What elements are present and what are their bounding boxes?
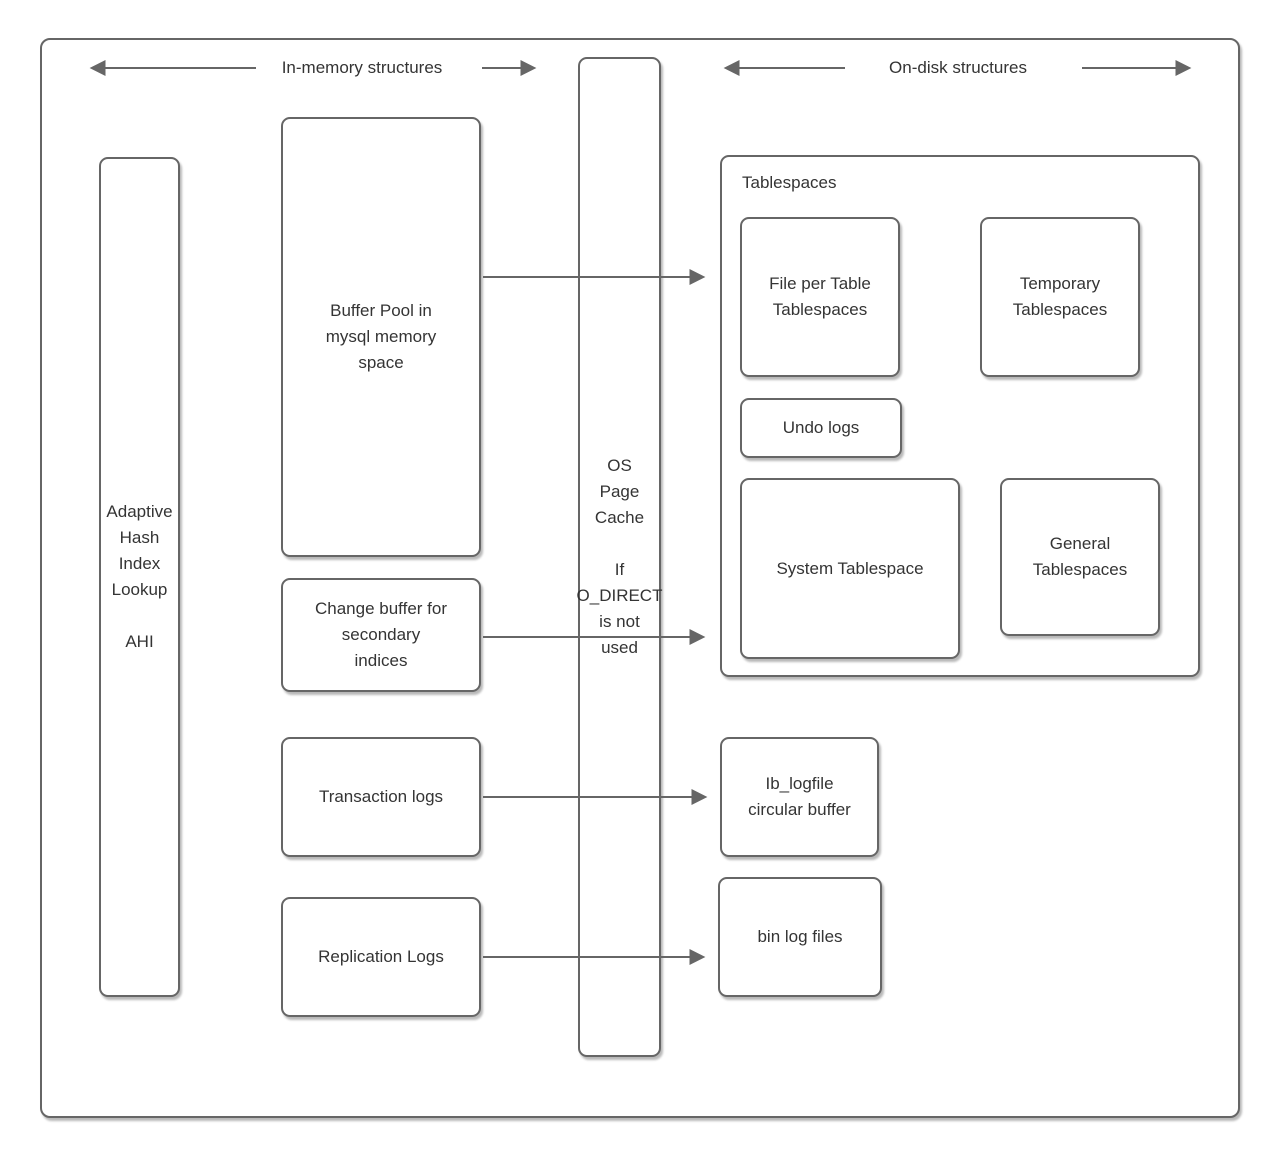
os-page-cache-column: OS Page Cache If O_DIRECT is not used: [577, 57, 662, 1057]
bin-log-files-label: bin log files: [757, 927, 843, 946]
on-disk-region-label: On-disk structures: [889, 58, 1027, 77]
system-tablespace-box: System Tablespace: [740, 478, 960, 659]
adaptive-hash-index-label: Adaptive Hash Index Lookup AHI: [106, 502, 173, 651]
temporary-tablespaces-label: Temporary Tablespaces: [1012, 274, 1108, 319]
file-per-table-label: File per Table Tablespaces: [769, 274, 871, 319]
change-buffer-box: Change buffer for secondary indices: [281, 578, 481, 692]
buffer-pool-label: Buffer Pool in mysql memory space: [325, 301, 437, 372]
undo-logs-label: Undo logs: [782, 418, 860, 437]
system-tablespace-label: System Tablespace: [776, 558, 924, 578]
undo-logs-box: Undo logs: [740, 398, 902, 458]
transaction-logs-label: Transaction logs: [318, 787, 444, 806]
file-per-table-box: File per Table Tablespaces: [740, 217, 900, 377]
replication-logs-label: Replication Logs: [318, 947, 444, 966]
tablespaces-label: Tablespaces: [742, 173, 837, 192]
ib-logfile-box: Ib_logfile circular buffer: [720, 737, 879, 857]
transaction-logs-box: Transaction logs: [281, 737, 481, 857]
temporary-tablespaces-box: Temporary Tablespaces: [980, 217, 1140, 377]
in-memory-region-label: In-memory structures: [281, 58, 443, 77]
change-buffer-label: Change buffer for secondary indices: [315, 599, 447, 670]
bin-log-files-box: bin log files: [718, 877, 882, 997]
general-tablespaces-label: General Tablespaces: [1032, 534, 1128, 579]
general-tablespaces-box: General Tablespaces: [1000, 478, 1160, 636]
tablespaces-container: Tablespaces File per Table Tablespaces T…: [720, 155, 1200, 677]
os-page-cache-label: OS Page Cache If O_DIRECT is not used: [576, 456, 663, 657]
buffer-pool-box: Buffer Pool in mysql memory space: [281, 117, 481, 557]
ib-logfile-label: Ib_logfile circular buffer: [748, 774, 851, 819]
replication-logs-box: Replication Logs: [281, 897, 481, 1017]
adaptive-hash-index-box: Adaptive Hash Index Lookup AHI: [99, 157, 180, 997]
